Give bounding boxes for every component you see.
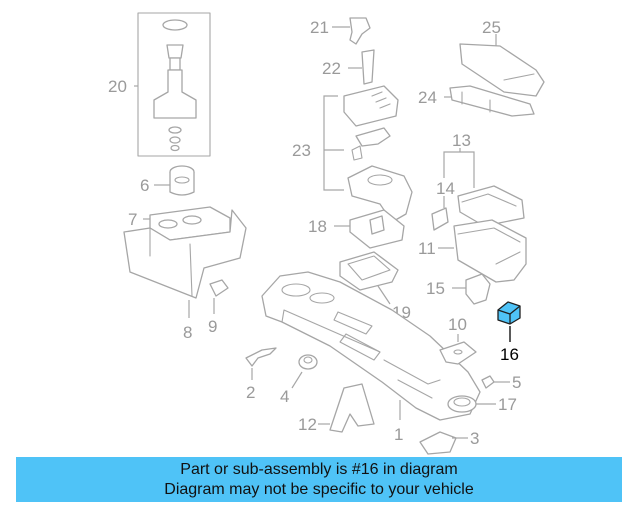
- part-13-lid-cover[interactable]: [457, 185, 525, 227]
- label-11: 11: [418, 239, 436, 258]
- label-20: 20: [108, 77, 127, 96]
- label-7: 7: [128, 210, 137, 229]
- label-14: 14: [436, 179, 455, 198]
- part-16-highlighted[interactable]: [497, 301, 521, 325]
- label-23: 23: [292, 141, 311, 160]
- banner-line-2: Diagram may not be specific to your vehi…: [164, 480, 474, 498]
- label-18: 18: [308, 217, 327, 236]
- part-3-seal[interactable]: [419, 431, 457, 455]
- label-3: 3: [470, 429, 479, 448]
- banner-line-1: Part or sub-assembly is #16 in diagram: [180, 460, 458, 478]
- label-22: 22: [322, 59, 341, 78]
- label-10: 10: [448, 315, 467, 334]
- label-8: 8: [183, 323, 192, 342]
- part-6-cup-holder-insert[interactable]: [169, 165, 195, 196]
- part-19-liner[interactable]: [339, 251, 399, 291]
- label-2: 2: [246, 383, 255, 402]
- label-5: 5: [512, 373, 521, 392]
- part-23-shifter-assembly[interactable]: [343, 85, 413, 223]
- bracket-13: [443, 151, 475, 188]
- part-25-armrest-lid[interactable]: [459, 43, 545, 97]
- part-22-shift-lever[interactable]: [361, 49, 375, 85]
- label-16: 16: [500, 345, 519, 364]
- part-5-grommet[interactable]: [481, 375, 495, 389]
- part-24-hinge[interactable]: [449, 85, 535, 117]
- label-21: 21: [310, 18, 329, 37]
- label-4: 4: [280, 387, 289, 406]
- part-14-latch[interactable]: [431, 207, 449, 231]
- label-24: 24: [418, 88, 437, 107]
- part-12-support-bracket[interactable]: [329, 383, 375, 433]
- part-4-plug[interactable]: [298, 354, 318, 370]
- label-1: 1: [394, 425, 403, 444]
- part-9-clip[interactable]: [209, 279, 229, 297]
- part-10-bracket[interactable]: [439, 341, 477, 365]
- part-2-retainer[interactable]: [245, 347, 277, 367]
- part-18-trim-plate[interactable]: [349, 209, 405, 249]
- part-11-storage-compartment[interactable]: [453, 219, 527, 283]
- label-13: 13: [452, 131, 471, 150]
- part-20-shift-boot-assembly[interactable]: [137, 12, 211, 157]
- label-17: 17: [498, 395, 517, 414]
- part-15-push-button[interactable]: [465, 273, 491, 305]
- label-25: 25: [482, 18, 501, 37]
- bracket-23: [323, 95, 344, 191]
- label-15: 15: [426, 279, 445, 298]
- info-banner: Part or sub-assembly is #16 in diagram D…: [16, 457, 622, 502]
- label-6: 6: [140, 176, 149, 195]
- label-12: 12: [298, 415, 317, 434]
- part-8-lower-console-housing[interactable]: [123, 209, 247, 299]
- part-1-center-console[interactable]: [261, 271, 481, 421]
- parts-diagram: 20 6 7 8 9 21 22 23: [108, 12, 545, 455]
- label-9: 9: [208, 317, 217, 336]
- part-21-shift-knob[interactable]: [349, 17, 371, 45]
